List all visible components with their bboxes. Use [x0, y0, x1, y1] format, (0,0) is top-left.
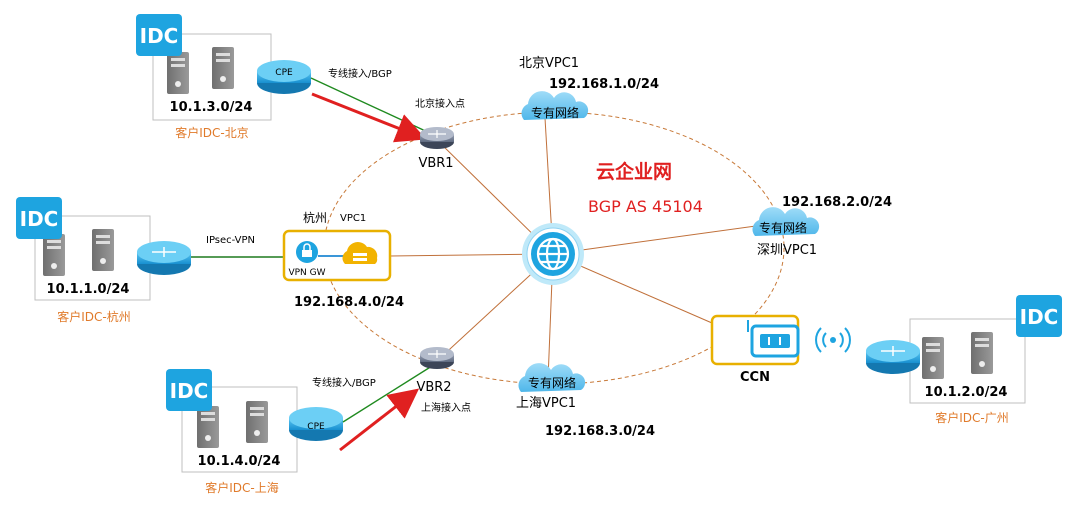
vpc-cloud-label: 专有网络 — [759, 220, 807, 235]
cpe-router-beijing: CPE — [257, 60, 311, 94]
vpn-gateway-icon — [296, 241, 318, 263]
server-icon — [43, 229, 114, 276]
vpc-cloud-icon — [342, 242, 378, 264]
vpc-shanghai-name: 上海VPC1 — [516, 396, 576, 411]
idc-shanghai: IDC 10.1.4.0/24 客户IDC-上海 — [166, 369, 298, 495]
vpn-link-label: IPsec-VPN — [206, 235, 255, 246]
vpc-hangzhou-cidr: 192.168.4.0/24 — [294, 295, 404, 310]
idc-logo-text: IDC — [1020, 305, 1059, 329]
vpc-shenzhen-name: 深圳VPC1 — [757, 243, 817, 258]
idc-logo-text: IDC — [20, 207, 59, 231]
cpe-router-hangzhou — [137, 241, 191, 275]
vpn-gw-label: VPN GW — [288, 268, 325, 278]
vbr2-access-point: 上海接入点 — [421, 401, 471, 414]
vpc-cloud-label: 专有网络 — [531, 105, 579, 120]
bgp-arrow-shanghai — [339, 388, 420, 452]
vpc-beijing-name: 北京VPC1 — [519, 56, 579, 71]
cen-bgp-as: BGP AS 45104 — [588, 197, 703, 216]
idc-beijing-label: 客户IDC-北京 — [175, 125, 249, 140]
idc-logo-icon: IDC — [166, 369, 212, 411]
vbr2-label: VBR2 — [416, 380, 451, 395]
idc-guangzhou-cidr: 10.1.2.0/24 — [925, 385, 1008, 400]
idc-guangzhou: IDC 10.1.2.0/24 客户IDC-广州 — [909, 295, 1062, 425]
idc-hangzhou: IDC 10.1.1.0/24 客户IDC-杭州 — [16, 197, 151, 324]
idc-beijing-cidr: 10.1.3.0/24 — [170, 100, 253, 115]
idc-beijing: IDC 10.1.3.0/24 客户IDC-北京 — [136, 14, 272, 140]
idc-logo-icon: IDC — [136, 14, 182, 56]
vbr1-label: VBR1 — [418, 156, 453, 171]
server-icon — [167, 47, 234, 94]
vpc-cloud-label: 专有网络 — [528, 375, 576, 390]
globe-icon — [536, 237, 570, 271]
bgp-arrow-beijing — [311, 92, 427, 143]
idc-logo-text: IDC — [170, 379, 209, 403]
idc-logo-text: IDC — [140, 24, 179, 48]
vbr1-router-icon — [420, 127, 454, 149]
idc-logo-icon: IDC — [1016, 295, 1062, 337]
cpe-label: CPE — [275, 68, 293, 78]
idc-shanghai-label: 客户IDC-上海 — [205, 480, 279, 495]
bgp-link-label-beijing: 专线接入/BGP — [328, 67, 392, 80]
vpc-shenzhen-cidr: 192.168.2.0/24 — [782, 195, 892, 210]
ccn-device-icon — [747, 320, 800, 358]
cpe-router-shanghai: CPE — [289, 407, 343, 441]
vpc-beijing-cidr: 192.168.1.0/24 — [549, 77, 659, 92]
vpc-hangzhou-city: 杭州 — [303, 210, 327, 225]
wireless-signal-icon — [815, 327, 851, 353]
cloud-icon: 专有网络 — [521, 91, 589, 120]
cen-hub — [522, 223, 584, 285]
vbr2-router-icon — [420, 347, 454, 369]
cpe-label: CPE — [307, 422, 325, 432]
idc-hangzhou-cidr: 10.1.1.0/24 — [47, 282, 130, 297]
server-icon — [197, 401, 268, 448]
cen-title: 云企业网 — [596, 160, 672, 183]
idc-logo-icon: IDC — [16, 197, 62, 239]
cloud-icon: 专有网络 — [518, 363, 586, 392]
idc-shanghai-cidr: 10.1.4.0/24 — [198, 454, 281, 469]
idc-guangzhou-label: 客户IDC-广州 — [935, 410, 1009, 425]
idc-hangzhou-label: 客户IDC-杭州 — [57, 309, 131, 324]
bgp-link-label-shanghai: 专线接入/BGP — [312, 376, 376, 389]
cpe-router-guangzhou — [866, 340, 920, 374]
server-icon — [922, 332, 993, 379]
vpc-shanghai-cidr: 192.168.3.0/24 — [545, 424, 655, 439]
vbr1-access-point: 北京接入点 — [415, 97, 465, 110]
ccn-label: CCN — [740, 370, 770, 385]
vpc-hangzhou-vpc: VPC1 — [340, 213, 366, 224]
bgp-link-beijing — [310, 77, 433, 135]
cloud-icon: 专有网络 — [752, 207, 820, 236]
